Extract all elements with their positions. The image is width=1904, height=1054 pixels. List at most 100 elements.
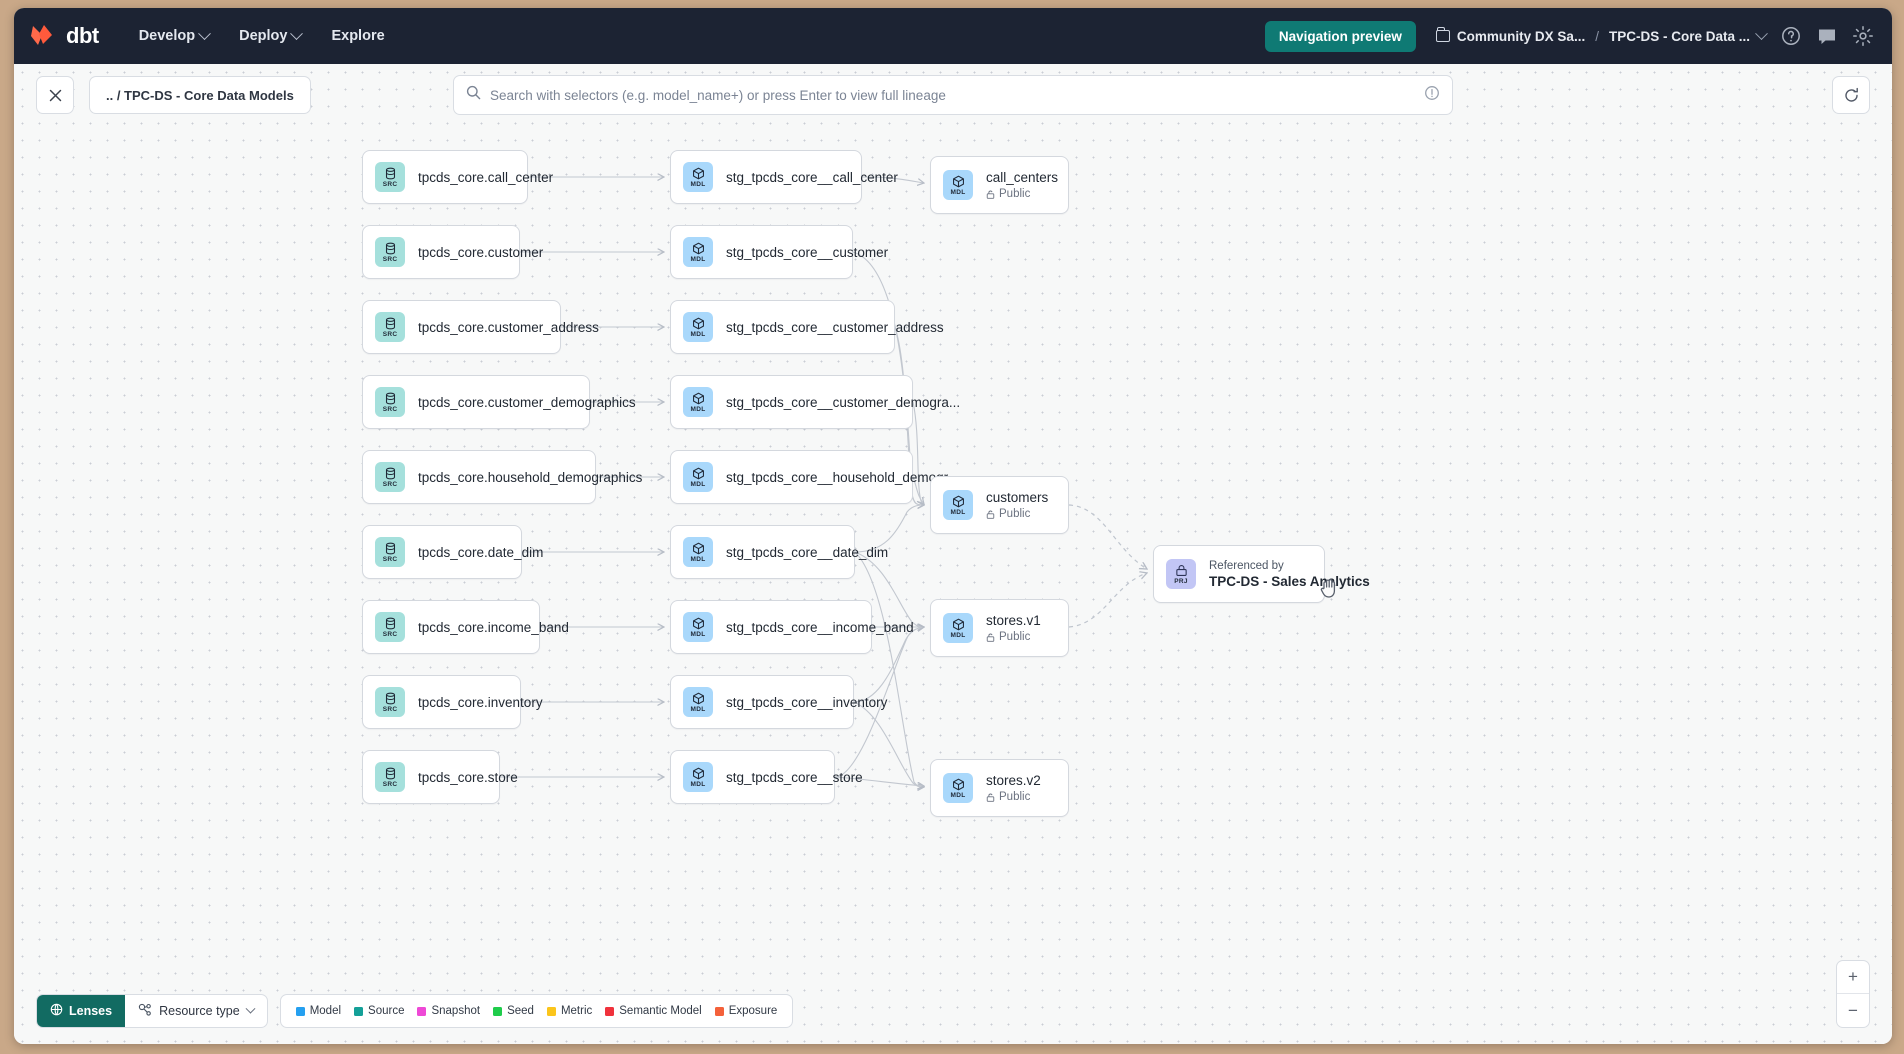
legend-label: Semantic Model [619,1005,702,1017]
lineage-node-title: call_centers [986,170,1059,185]
lenses-button[interactable]: Lenses [37,995,126,1027]
lineage-node-tpcds-core-customer-address[interactable]: SRC tpcds_core.customer_address [362,300,599,354]
top-navigation-bar: dbt Develop Deploy Explore Navigation pr… [14,8,1892,64]
breadcrumb-account[interactable]: Community DX Sa... [1456,28,1586,44]
lineage-node-body: tpcds_core.customer_address [418,320,599,335]
mdl-resource-icon: MDL [683,312,713,342]
access-label: Public [999,791,1031,803]
lineage-node-body: stg_tpcds_core__date_dim [726,545,888,560]
src-resource-icon: SRC [375,387,405,417]
close-button[interactable] [36,76,74,114]
mdl-resource-icon: MDL [943,170,973,200]
legend-item-metric[interactable]: Metric [546,1005,593,1017]
lineage-node-stg-tpcds-core-date-dim[interactable]: MDL stg_tpcds_core__date_dim [670,525,888,579]
resource-type-dropdown[interactable]: Resource type [125,995,267,1027]
lineage-node-title: tpcds_core.customer_demographics [418,394,636,410]
legend-swatch [417,1006,427,1016]
search-input[interactable] [490,87,1424,103]
lineage-node-body: stg_tpcds_core__income_band [726,620,914,635]
legend-item-semantic-model[interactable]: Semantic Model [605,1005,702,1017]
chevron-down-icon[interactable] [1755,26,1768,40]
legend-swatch [493,1006,503,1016]
lineage-node-body: tpcds_core.date_dim [418,545,543,560]
nav-item-develop[interactable]: Develop [138,26,211,44]
lineage-toolbar: .. / TPC-DS - Core Data Models [14,64,1892,126]
settings-icon[interactable] [1852,25,1874,47]
lineage-node-body: stg_tpcds_core__call_center [726,169,898,185]
lineage-node-title: tpcds_core.household_demographics [418,469,643,485]
refresh-button[interactable] [1832,76,1870,114]
mdl-resource-icon: MDL [943,773,973,803]
src-resource-icon: SRC [375,612,405,642]
mdl-resource-icon: MDL [683,537,713,567]
dbt-logo[interactable]: dbt [30,23,99,49]
nav-item-develop-label: Develop [138,28,196,44]
legend-item-model[interactable]: Model [295,1005,341,1017]
access-label: Public [999,631,1031,643]
mdl-resource-icon: MDL [943,490,973,520]
lineage-node-title: stg_tpcds_core__customer [726,244,889,260]
lineage-node-title: customers [986,490,1049,505]
search-bar[interactable] [453,75,1453,115]
legend-item-source[interactable]: Source [354,1005,404,1017]
help-icon[interactable] [1780,25,1802,47]
legend-label: Metric [560,1005,593,1017]
lineage-node-tpcds-core-customer-demographics[interactable]: SRC tpcds_core.customer_demographics [362,375,636,429]
access-label: Public [999,508,1031,520]
navigation-preview-button[interactable]: Navigation preview [1264,20,1416,52]
legend-item-exposure[interactable]: Exposure [714,1005,777,1017]
zoom-out-button[interactable]: − [1848,1000,1858,1020]
info-icon[interactable] [1424,85,1440,106]
lineage-node-title: stg_tpcds_core__call_center [726,169,898,185]
nav-item-explore[interactable]: Explore [331,28,384,44]
legend-item-seed[interactable]: Seed [493,1005,534,1017]
mdl-resource-icon: MDL [683,387,713,417]
legend-swatch [714,1006,724,1016]
bottom-toolbar: Lenses Resource type Model Source Snapshot… [36,994,794,1028]
lineage-node-access-badge: Public [986,188,1052,200]
feedback-icon[interactable] [1816,25,1838,47]
lineage-node-body: tpcds_core.store [418,770,518,785]
lenses-label: Lenses [69,1004,113,1018]
lineage-node-title: stores.v2 [986,773,1041,788]
resource-type-label: Resource type [159,1004,240,1018]
nav-item-deploy[interactable]: Deploy [239,26,304,44]
lineage-node-stg-tpcds-core-income-band[interactable]: MDL stg_tpcds_core__income_band [670,600,914,654]
lenses-group: Lenses Resource type [36,994,268,1028]
mdl-resource-icon: MDL [683,612,713,642]
zoom-in-button[interactable]: + [1837,961,1869,994]
chevron-down-icon [290,26,304,40]
lineage-node-title: tpcds_core.customer [418,244,544,260]
breadcrumb-project[interactable]: TPC-DS - Core Data ... [1608,28,1750,44]
src-resource-icon: SRC [375,312,405,342]
legend-item-snapshot[interactable]: Snapshot [417,1005,480,1017]
breadcrumb-chip[interactable]: .. / TPC-DS - Core Data Models [89,76,311,114]
dbt-logo-text: dbt [66,23,99,48]
lineage-node-title: stg_tpcds_core__store [726,769,863,785]
lineage-node-body: tpcds_core.household_demographics [418,469,643,485]
lineage-node-access-badge: Public [986,791,1041,803]
